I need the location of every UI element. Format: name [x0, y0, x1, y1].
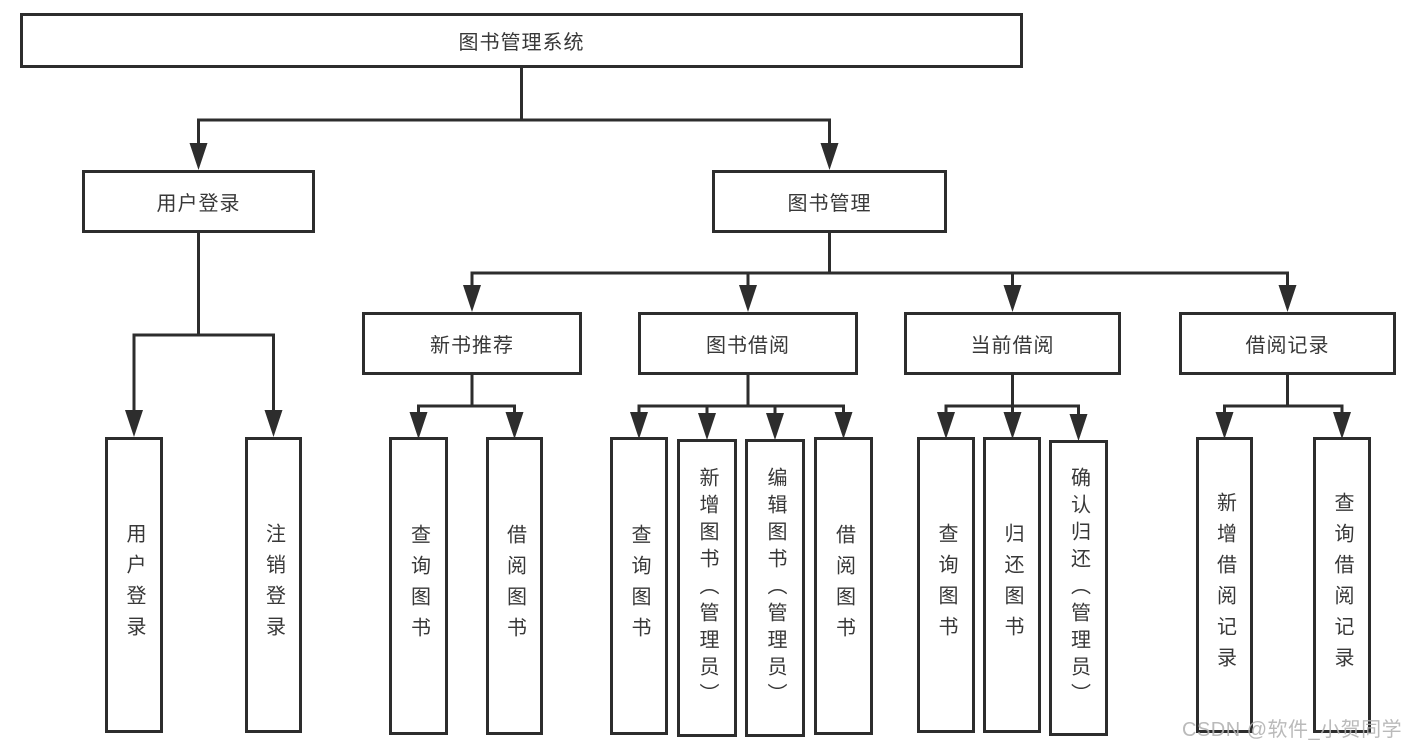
arrowhead — [1278, 285, 1297, 312]
leaf-confirm-return-admin-label: 确认归还（管理员） — [1067, 466, 1090, 710]
node-user-login-label: 用户登录 — [156, 193, 241, 215]
arrowhead — [505, 412, 524, 439]
leaf-edit-book-admin-label: 编辑图书（管理员） — [764, 466, 786, 710]
arrowhead — [125, 410, 143, 437]
node-root: 图书管理系统 — [20, 13, 1023, 68]
leaf-add-book-admin-label: 新增图书（管理员） — [696, 466, 718, 710]
leaf-return-book: 归还图书 — [983, 437, 1041, 733]
leaf-query-books-current-label: 查询图书 — [935, 523, 957, 647]
leaf-edit-book-admin: 编辑图书（管理员） — [745, 439, 805, 737]
leaf-borrow-books-recommend-label: 借阅图书 — [503, 524, 526, 648]
arrowhead — [409, 412, 428, 439]
node-user-login: 用户登录 — [82, 170, 315, 233]
connector-borrowrecords-to-children — [1223, 375, 1344, 419]
arrowhead — [937, 412, 955, 439]
leaf-borrow-books: 借阅图书 — [814, 437, 873, 735]
node-book-management: 图书管理 — [712, 170, 947, 233]
arrowhead — [1003, 412, 1022, 439]
leaf-user-login-label: 用户登录 — [123, 523, 145, 647]
arrowhead — [1069, 414, 1088, 441]
leaf-logout-label: 注销登录 — [262, 523, 285, 647]
node-new-book-recommend: 新书推荐 — [362, 312, 582, 375]
connector-bookborrow-to-children — [637, 375, 845, 419]
arrowhead — [463, 285, 481, 312]
leaf-query-books-recommend-label: 查询图书 — [407, 524, 430, 648]
node-borrow-records: 借阅记录 — [1179, 312, 1396, 375]
arrowhead — [189, 143, 208, 170]
leaf-query-borrow-record-label: 查询借阅记录 — [1331, 492, 1353, 678]
connector-bookmgmt-to-level2 — [470, 233, 1289, 292]
arrowhead — [1003, 285, 1022, 312]
leaf-add-borrow-record-label: 新增借阅记录 — [1213, 492, 1236, 678]
arrowhead — [698, 413, 716, 440]
arrowhead — [264, 410, 283, 437]
node-book-borrow: 图书借阅 — [638, 312, 858, 375]
node-book-management-label: 图书管理 — [787, 193, 872, 215]
leaf-logout: 注销登录 — [245, 437, 302, 733]
arrowhead — [766, 413, 784, 440]
arrowhead — [1215, 412, 1234, 439]
leaf-borrow-books-label: 借阅图书 — [832, 524, 855, 648]
leaf-add-book-admin: 新增图书（管理员） — [677, 439, 737, 737]
node-book-borrow-label: 图书借阅 — [706, 335, 790, 357]
leaf-add-borrow-record: 新增借阅记录 — [1196, 437, 1253, 733]
leaf-query-books-borrow-label: 查询图书 — [628, 524, 650, 648]
arrowhead — [820, 143, 839, 170]
node-current-borrow-label: 当前借阅 — [970, 335, 1055, 357]
connector-newbook-to-children — [417, 375, 516, 419]
arrowhead — [834, 412, 853, 439]
leaf-confirm-return-admin: 确认归还（管理员） — [1049, 440, 1108, 736]
node-current-borrow: 当前借阅 — [904, 312, 1121, 375]
arrowhead — [1333, 412, 1351, 439]
leaf-borrow-books-recommend: 借阅图书 — [486, 437, 543, 735]
node-root-label: 图书管理系统 — [458, 32, 585, 54]
connector-userlogin-to-children — [132, 233, 275, 417]
leaf-query-borrow-record: 查询借阅记录 — [1313, 437, 1371, 733]
node-new-book-recommend-label: 新书推荐 — [430, 335, 514, 357]
watermark-text: CSDN @软件_小贺同学 — [1182, 719, 1403, 741]
leaf-query-books-recommend: 查询图书 — [389, 437, 448, 735]
leaf-return-book-label: 归还图书 — [1001, 523, 1023, 647]
connector-root-to-level1 — [197, 68, 831, 150]
leaf-user-login: 用户登录 — [105, 437, 163, 733]
arrowhead — [630, 412, 648, 439]
arrowhead — [739, 285, 757, 312]
leaf-query-books-borrow: 查询图书 — [610, 437, 668, 735]
leaf-query-books-current: 查询图书 — [917, 437, 975, 733]
node-borrow-records-label: 借阅记录 — [1245, 335, 1330, 357]
connector-currentborrow-to-children — [944, 375, 1080, 419]
